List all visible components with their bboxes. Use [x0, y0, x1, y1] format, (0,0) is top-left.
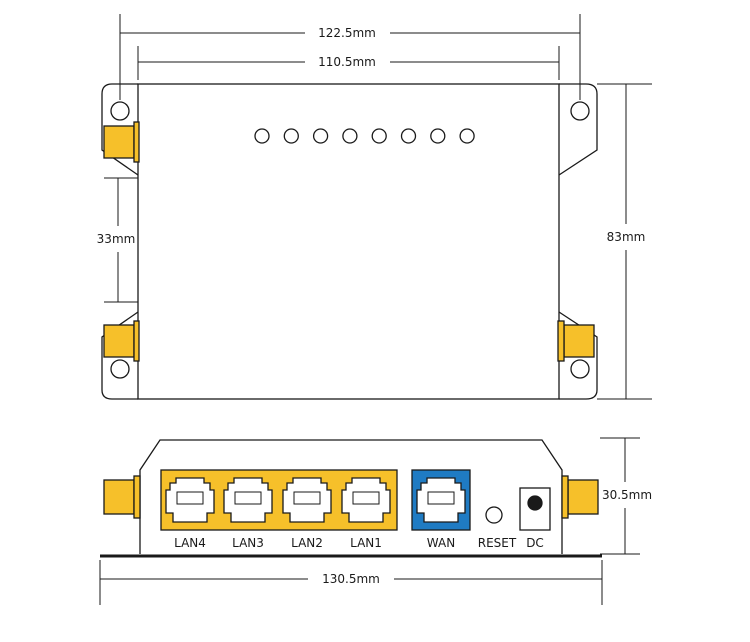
front-view — [100, 439, 602, 558]
lan-socket-3-pins — [234, 491, 262, 505]
led-indicator — [342, 128, 358, 144]
label-lan2: LAN2 — [291, 536, 323, 550]
front-antenna-left — [103, 479, 135, 515]
lan-socket-1-pins — [352, 491, 380, 505]
led-indicator — [430, 128, 446, 144]
antenna-nut-top-left — [133, 121, 140, 163]
antenna-nut-bottom-left — [133, 320, 140, 362]
front-antenna-right — [567, 479, 599, 515]
reset-button — [485, 506, 503, 524]
top-view-body — [137, 83, 560, 400]
label-reset: RESET — [478, 536, 517, 550]
dim-hole-spacing: 33mm — [97, 232, 136, 246]
top-view — [101, 83, 598, 400]
antenna-connector-bottom-left — [103, 324, 135, 358]
label-lan3: LAN3 — [232, 536, 264, 550]
lan-socket-4 — [165, 477, 215, 523]
front-antenna-nut-right — [561, 475, 569, 519]
led-indicator — [371, 128, 387, 144]
lan-socket-1 — [341, 477, 391, 523]
dc-jack-socket — [527, 495, 543, 511]
antenna-connector-top-left — [103, 125, 135, 159]
led-indicator — [312, 128, 329, 144]
mount-hole-top-left — [110, 101, 130, 121]
dc-jack-housing — [519, 487, 551, 531]
label-lan1: LAN1 — [350, 536, 382, 550]
wan-port — [416, 477, 466, 523]
mount-hole-bottom-left — [110, 359, 130, 379]
dim-height: 83mm — [607, 230, 646, 244]
label-dc: DC — [526, 536, 544, 550]
lan-socket-4-pins — [176, 491, 204, 505]
led-indicator — [283, 128, 299, 144]
lan-socket-2-pins — [293, 491, 321, 505]
lan-socket-3 — [223, 477, 273, 523]
led-indicator — [254, 128, 270, 144]
wan-socket-pins — [427, 491, 455, 505]
dim-outer-width: 122.5mm — [318, 26, 376, 40]
front-dimension-lines — [99, 437, 640, 605]
led-indicator — [400, 128, 417, 144]
led-indicator — [459, 128, 475, 144]
dim-front-height: 30.5mm — [602, 488, 652, 502]
dim-body-width: 110.5mm — [318, 55, 376, 69]
dim-front-width: 130.5mm — [322, 572, 380, 586]
left-flange-top — [101, 83, 139, 176]
top-dimension-lines — [104, 14, 652, 400]
left-flange-bottom — [101, 311, 139, 400]
right-flange-bottom — [558, 311, 598, 400]
lan-socket-2 — [282, 477, 332, 523]
label-wan: WAN — [427, 536, 455, 550]
lan-ports — [165, 477, 391, 523]
mount-hole-top-right — [570, 101, 590, 121]
front-antenna-nut-left — [133, 475, 141, 519]
led-indicator-row — [254, 128, 475, 144]
right-flange-top — [558, 83, 598, 176]
mount-hole-bottom-right — [570, 359, 590, 379]
antenna-connector-bottom-right — [563, 324, 595, 358]
wan-socket — [416, 477, 466, 523]
label-lan4: LAN4 — [174, 536, 206, 550]
antenna-nut-bottom-right — [557, 320, 565, 362]
